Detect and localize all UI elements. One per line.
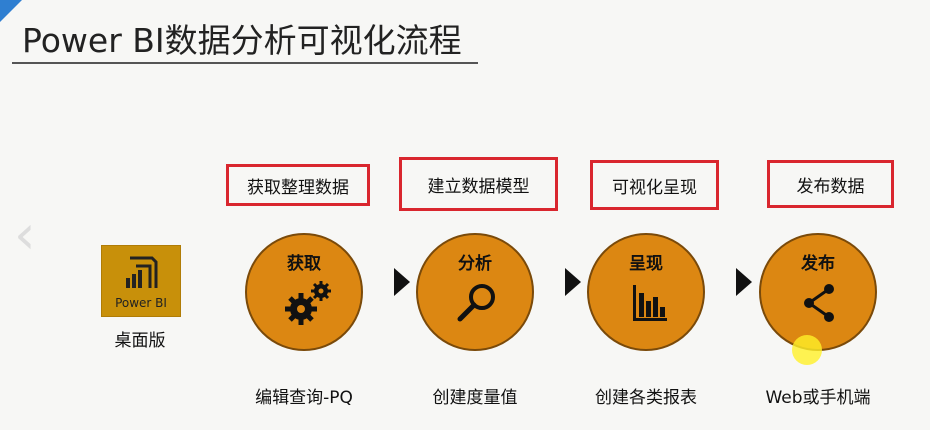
step-circle-1: 获取: [245, 233, 363, 351]
step-circle-label: 获取: [287, 254, 321, 274]
step-caption-3: 创建各类报表: [595, 388, 697, 408]
gears-icon: [285, 281, 331, 325]
logo-caption: 桌面版: [114, 331, 166, 351]
step-circle-3: 呈现: [587, 233, 705, 351]
logo-text: Power BI: [115, 296, 167, 310]
step-caption-1: 编辑查询-PQ: [255, 388, 353, 408]
power-bi-logo: Power BI: [101, 245, 181, 317]
arrow-icon: [565, 268, 581, 296]
arrow-icon: [394, 268, 410, 296]
step-caption-4: Web或手机端: [765, 388, 871, 408]
step-circle-4: 发布: [759, 233, 877, 351]
step-circle-label: 呈现: [629, 254, 663, 274]
title-underline: [12, 62, 478, 64]
magnifier-icon: [457, 284, 495, 322]
step-box-1: 获取整理数据: [226, 164, 370, 206]
step-caption-2: 创建度量值: [432, 388, 518, 408]
bar-chart-icon: [633, 285, 667, 321]
step-circle-2: 分析: [416, 233, 534, 351]
share-icon: [804, 284, 834, 322]
step-box-4: 发布数据: [767, 160, 894, 208]
step-circle-label: 分析: [458, 254, 492, 274]
previous-slide-chevron-icon[interactable]: ‹: [14, 203, 36, 266]
step-box-2: 建立数据模型: [399, 157, 558, 211]
step-box-3: 可视化呈现: [590, 160, 719, 210]
page-title: Power BI数据分析可视化流程: [22, 21, 462, 60]
step-circle-label: 发布: [801, 254, 835, 274]
corner-badge: [0, 0, 22, 22]
cursor-highlight: [792, 335, 822, 365]
power-bi-icon: [126, 256, 158, 288]
arrow-icon: [736, 268, 752, 296]
